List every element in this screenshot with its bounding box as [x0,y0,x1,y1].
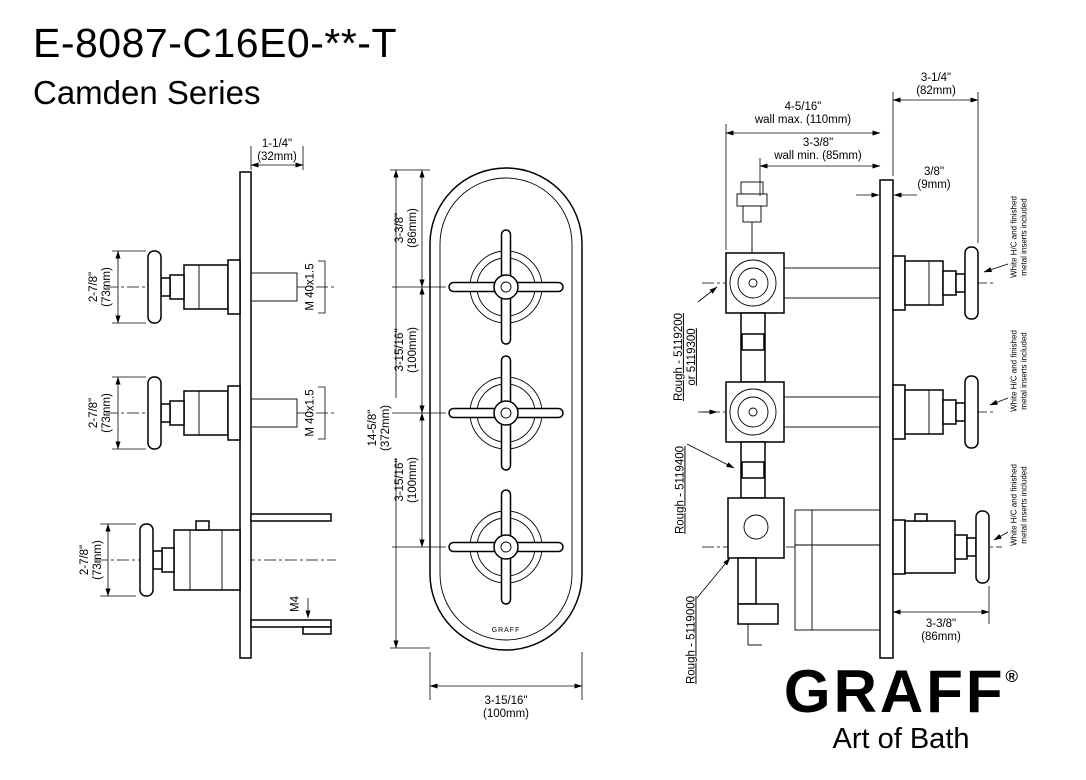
insert-note-1: White H/C and finished metal inserts inc… [1009,196,1028,278]
rough-part-number-top: Rough - 5119200 or 5119300 [672,312,698,402]
side-handle-assembly-3 [139,513,332,635]
rough-handle-2 [892,375,979,449]
brand-tagline: Art of Bath [832,723,970,755]
graff-logo: GRAFF® [783,658,1019,725]
dim-bottom-projection: 3-3/8" (86mm) [921,617,961,643]
insert-note-3: White H/C and finished metal inserts inc… [1009,464,1028,546]
dim-handle-projection: 3-1/4" (82mm) [916,71,956,97]
series-name: Camden Series [33,74,261,111]
dim-plate-thickness: 3/8" (9mm) [917,165,951,191]
model-number: E-8087-C16E0-**-T [33,20,397,66]
rough-valve-body [725,181,785,646]
rough-part-number-mid: Rough - 5119400 [674,445,687,535]
rough-wall-plate [879,179,894,659]
dim-wall-max: 4-5/16" wall max. (110mm) [754,100,852,126]
front-handle-3 [448,489,564,605]
dim-handle-length-1: 2-7/8" (73mm) [87,267,113,307]
plate-logo: GRAFF [491,627,521,635]
dim-top-offset: 3-3/8" (86mm) [393,208,419,248]
dim-overall-height: 14-5/8" (372mm) [366,404,392,452]
insert-note-2: White H/C and finished metal inserts inc… [1009,330,1028,412]
side-view-linework [96,146,336,659]
rough-part-number-bottom: Rough - 5119000 [685,595,698,685]
front-view-linework [390,167,583,700]
thread-label-1: M 40x1.5 [304,263,317,311]
screw-label: M4 [289,596,302,612]
rough-handle-3 [892,510,990,584]
side-handle-assembly-1 [147,250,241,324]
front-handle-1 [448,229,564,345]
dim-handle-spacing-2: 3-15/16" (100mm) [393,456,419,504]
dim-handle-length-3: 2-7/8" (73mm) [78,540,104,580]
registered-mark: ® [1005,667,1019,686]
front-handle-2 [448,355,564,471]
dim-handle-spacing-1: 3-15/16" (100mm) [393,326,419,374]
dim-plate-projection: 1-1/4" (32mm) [257,137,297,163]
rough-mounting-bracket [794,509,881,631]
thread-label-2: M 40x1.5 [304,389,317,437]
dim-wall-min: 3-3/8" wall min. (85mm) [774,136,862,162]
side-wall-plate [239,171,252,659]
rough-view-linework [686,92,1009,659]
dim-handle-length-2: 2-7/8" (73mm) [87,393,113,433]
rough-handle-1 [892,246,979,320]
side-handle-assembly-2 [147,376,241,450]
brand-block: GRAFF® Art of Bath [770,660,1032,756]
dim-plate-width: 3-15/16" (100mm) [482,694,530,720]
